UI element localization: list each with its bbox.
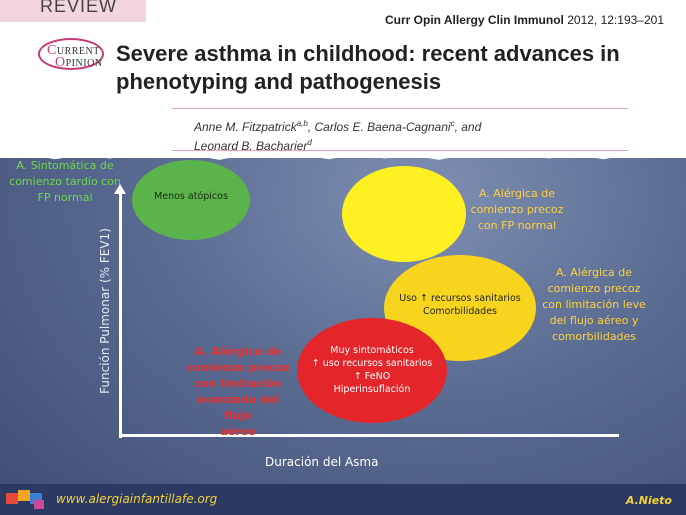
bubble-yellow-text: Uso ↑ recursos sanitarios Comorbilidades [399, 293, 521, 317]
toy-blocks-icon [6, 490, 46, 509]
footer-bar [0, 484, 686, 515]
logo-line1: CURRENT [47, 43, 100, 58]
journal-citation: Curr Opin Allergy Clin Immunol 2012, 12:… [385, 13, 664, 27]
footer-url-link[interactable]: www.alergiainfantillafe.org [56, 492, 218, 506]
x-axis [119, 434, 619, 437]
y-axis [119, 190, 122, 438]
authors-rule [172, 150, 628, 151]
journal-ref: 2012, 12:193–201 [563, 13, 664, 27]
bubble-red [297, 318, 447, 423]
footer-credit: A.Nieto [625, 494, 672, 507]
label-red-phenotype: A. Alérgica de comienzo precoz con limit… [186, 345, 290, 438]
label-yellow-phenotype: A. Alérgica de comienzo precoz con limit… [542, 266, 646, 343]
bubble-green [132, 160, 250, 240]
article-title: Severe asthma in childhood: recent advan… [116, 41, 620, 94]
label-green-phenotype: A. Sintomática de comienzo tardío con FP… [9, 159, 121, 204]
title-rule [172, 108, 628, 109]
logo-line2: OPINION [55, 55, 103, 70]
y-axis-arrow [114, 184, 126, 194]
torn-paper-edge [0, 148, 686, 160]
bubble-red-text: Muy sintomáticos ↑ uso recursos sanitari… [311, 345, 433, 395]
current-opinion-logo: CURRENT OPINION [38, 38, 104, 70]
bubble-green-text: Menos atópicos [154, 191, 228, 202]
review-tab: REVIEW [0, 0, 146, 22]
bubble-yellow-light [342, 166, 466, 262]
authors: Anne M. Fitzpatricka,b, Carlos E. Baena-… [194, 119, 482, 153]
x-axis-label: Duración del Asma [265, 455, 379, 469]
y-axis-label: Función Pulmonar (% FEV1) [98, 228, 112, 394]
label-yellow-light-phenotype: A. Alérgica de comienzo precoz con FP no… [470, 187, 564, 232]
journal-name: Curr Opin Allergy Clin Immunol [384, 13, 564, 27]
article-header [0, 0, 686, 158]
